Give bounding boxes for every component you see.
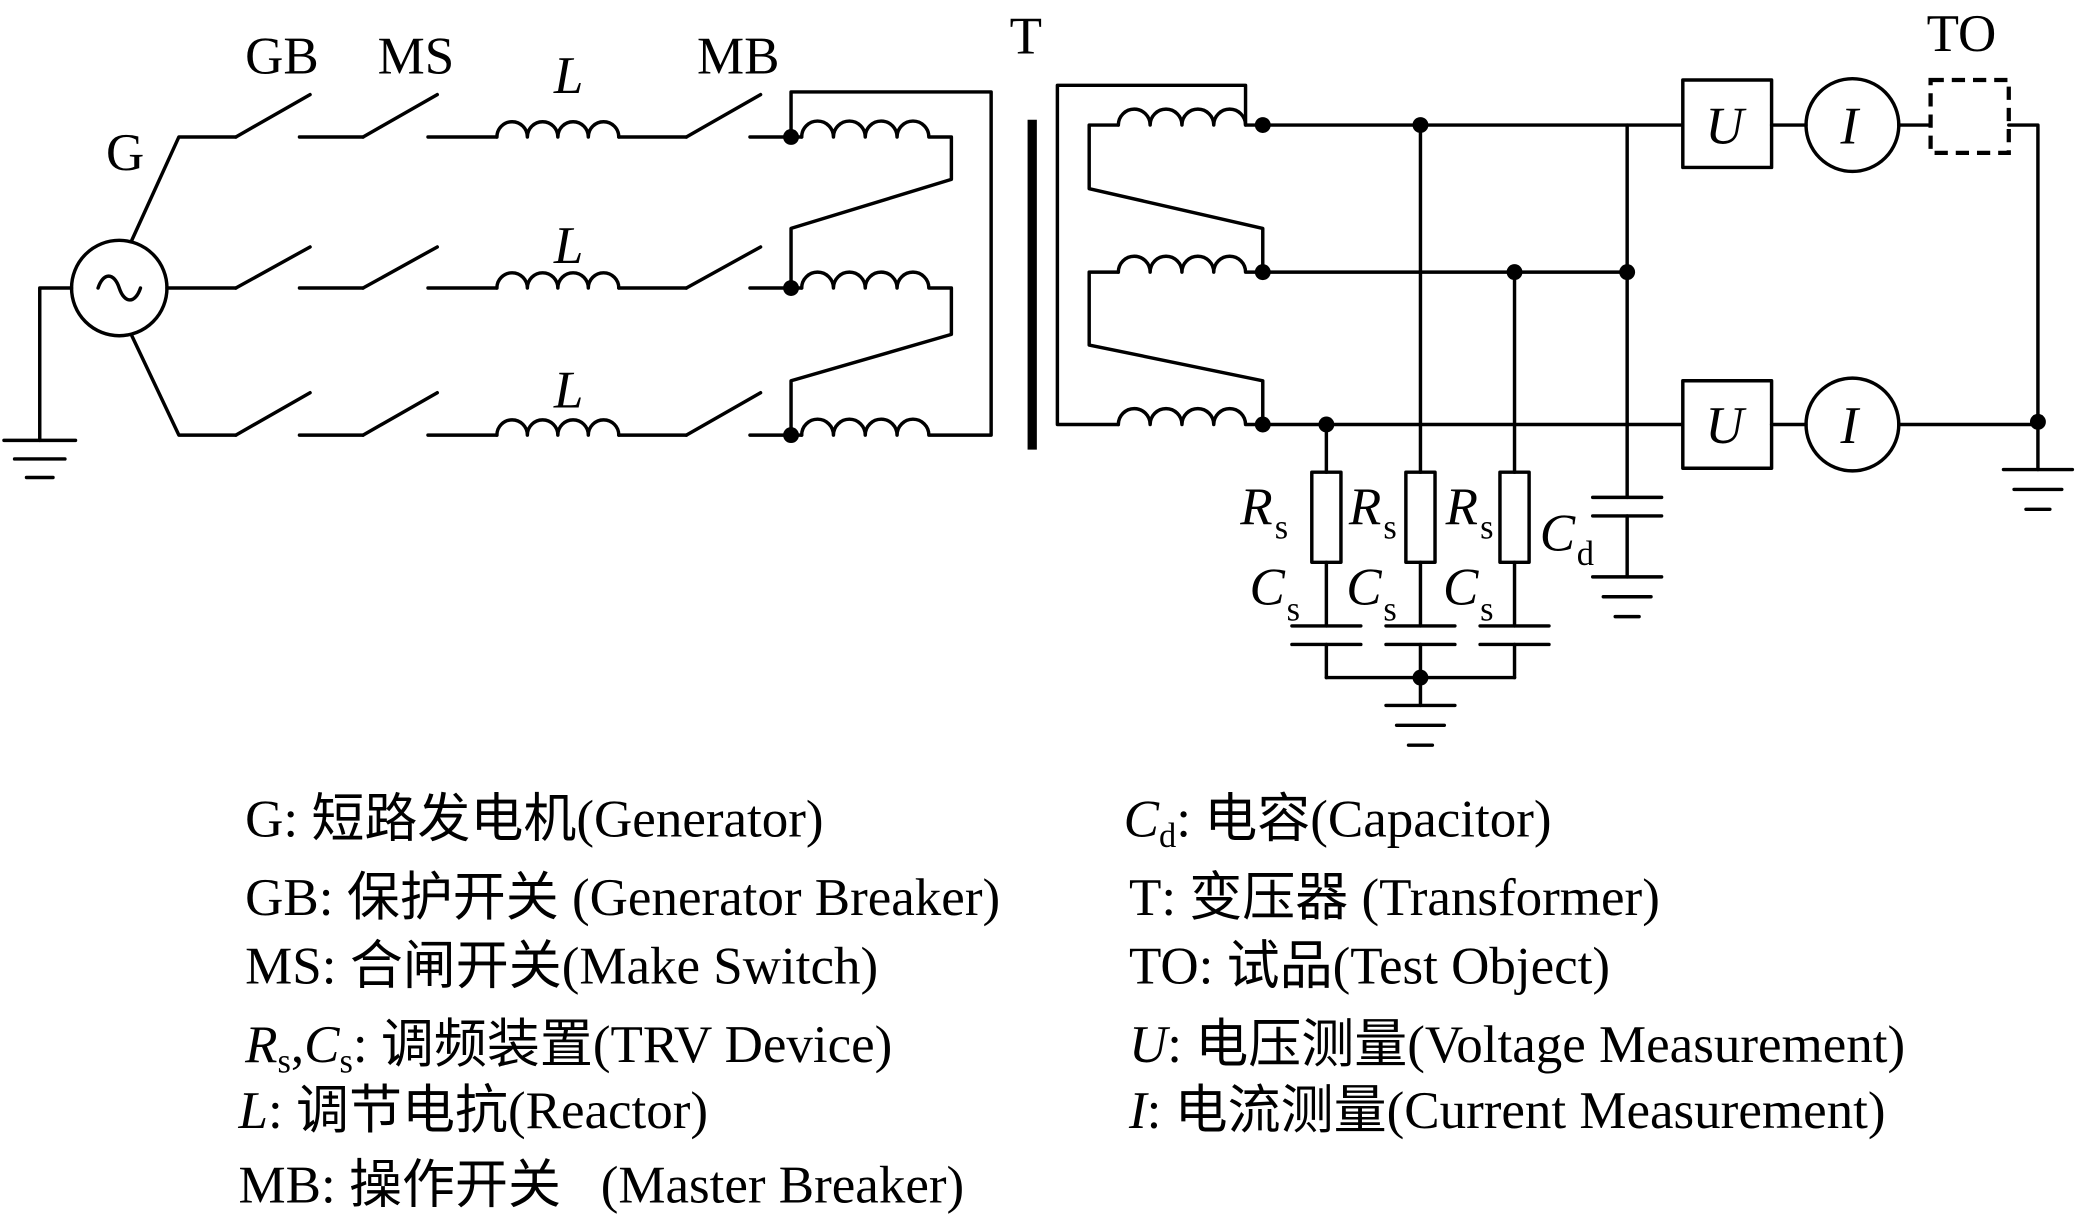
svg-text:R: R xyxy=(1239,478,1272,536)
reactor-label-2: L xyxy=(553,217,583,275)
cs-label-1: C s xyxy=(1250,559,1301,629)
mb-label: MB xyxy=(697,27,779,85)
legend-to: TO: 试品(Test Object) xyxy=(1129,938,1610,996)
voltage-measurement-top: U xyxy=(1681,78,1774,170)
current-measurement-top: I xyxy=(1804,76,1901,174)
generator-phase-wires xyxy=(129,135,238,437)
rs-label-2: R s xyxy=(1348,478,1397,547)
legend-gb: GB: 保护开关 (Generator Breaker) xyxy=(245,869,1000,927)
reactor-phase-2 xyxy=(495,271,621,290)
transformer-secondary-windings xyxy=(1055,83,1271,433)
transformer-primary-windings xyxy=(783,90,993,444)
trv-branch-2 xyxy=(1384,123,1457,708)
legend-trv: Rs,Cs: 调频装置(TRV Device) xyxy=(244,1016,892,1081)
legend-right: Cd: 电容(Capacitor) T: 变压器 (Transformer) T… xyxy=(1124,791,1906,1141)
mb-switches xyxy=(617,92,793,437)
legend-g: G: 短路发电机(Generator) xyxy=(245,791,823,849)
legend-u: U: 电压测量(Voltage Measurement) xyxy=(1129,1016,1905,1074)
legend-cd: Cd: 电容(Capacitor) xyxy=(1124,791,1552,856)
ms-label: MS xyxy=(378,27,455,85)
reactor-label-3: L xyxy=(553,361,583,419)
transformer-label: T xyxy=(1010,7,1042,65)
generator-ground xyxy=(2,286,78,480)
voltage-measurement-bottom: U xyxy=(1681,379,1774,470)
ms-switches xyxy=(361,92,499,437)
output-buses xyxy=(1261,117,1685,433)
reactor-phase-1 xyxy=(495,120,621,139)
svg-text:U: U xyxy=(1705,98,1747,156)
svg-text:C: C xyxy=(1540,504,1576,562)
svg-text:U: U xyxy=(1705,397,1747,455)
reactor-label-1: L xyxy=(553,47,583,105)
svg-text:C: C xyxy=(1443,559,1479,617)
svg-text:R: R xyxy=(1445,478,1478,536)
gb-label: GB xyxy=(245,27,319,85)
svg-text:s: s xyxy=(1275,508,1288,546)
test-object-return xyxy=(2001,123,2075,512)
svg-text:C: C xyxy=(1250,559,1286,617)
trv-branch-3 xyxy=(1478,270,1551,680)
rs-label-3: R s xyxy=(1445,478,1494,547)
test-object xyxy=(1928,77,2011,155)
legend-ms: MS: 合闸开关(Make Switch) xyxy=(245,938,878,996)
svg-text:R: R xyxy=(1348,478,1381,536)
svg-text:s: s xyxy=(1383,508,1396,546)
legend-i: I: 电流测量(Current Measurement) xyxy=(1128,1082,1886,1140)
legend-t: T: 变压器 (Transformer) xyxy=(1129,869,1660,927)
legend-mb: MB: 操作开关 (Master Breaker) xyxy=(239,1156,965,1214)
cs-label-2: C s xyxy=(1346,559,1397,629)
svg-text:s: s xyxy=(1383,591,1396,629)
svg-text:C: C xyxy=(1346,559,1382,617)
svg-text:d: d xyxy=(1577,535,1594,573)
cd-label: C d xyxy=(1540,504,1594,573)
generator-label: G xyxy=(106,124,144,182)
current-measurement-bottom: I xyxy=(1804,376,1901,473)
legend-left: G: 短路发电机(Generator) GB: 保护开关 (Generator … xyxy=(238,791,1001,1215)
svg-text:s: s xyxy=(1287,591,1300,629)
reactor-phase-3 xyxy=(495,418,621,437)
svg-text:s: s xyxy=(1480,508,1493,546)
svg-text:I: I xyxy=(1839,397,1860,455)
test-object-label: TO xyxy=(1927,5,1997,63)
trv-common-ground xyxy=(1324,669,1517,747)
cs-label-3: C s xyxy=(1443,559,1494,629)
generator-symbol xyxy=(69,238,169,338)
capacitor-cd xyxy=(1590,123,1664,619)
trv-branch-1 xyxy=(1290,422,1363,680)
gb-switches xyxy=(234,92,365,437)
svg-text:I: I xyxy=(1839,98,1860,156)
svg-text:s: s xyxy=(1480,591,1493,629)
rs-label-1: R s xyxy=(1239,478,1288,547)
legend-l: L: 调节电抗(Reactor) xyxy=(238,1082,709,1140)
